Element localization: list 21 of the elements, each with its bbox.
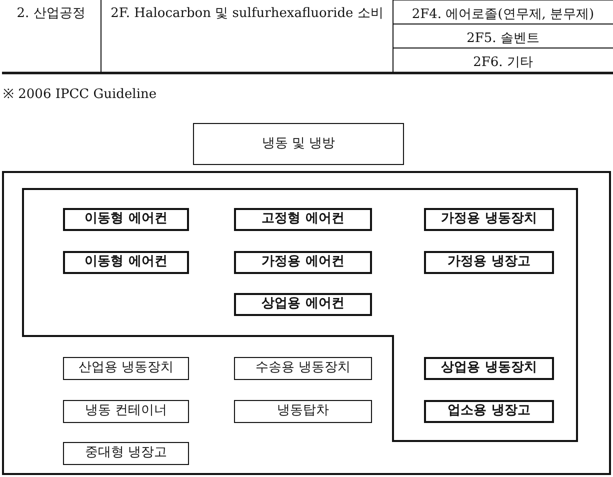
category-box: 수송용 냉동장치 xyxy=(234,357,372,380)
category-box: 냉동 컨테이너 xyxy=(63,400,189,423)
table-cell-text: 2. 산업공정 xyxy=(16,5,86,22)
category-box: 상업용 에어컨 xyxy=(234,293,372,316)
category-box: 고정형 에어컨 xyxy=(234,208,372,231)
table-cell-text: 2F4. 에어로졸(연무제, 분무제) xyxy=(412,6,594,23)
category-box: 상업용 냉동장치 xyxy=(424,357,554,380)
title-box: 냉동 및 냉방 xyxy=(193,123,404,165)
category-box: 중대형 냉장고 xyxy=(63,442,189,465)
category-box: 업소용 냉장고 xyxy=(424,400,554,423)
category-box: 산업용 냉동장치 xyxy=(63,357,189,380)
category-box: 가정용 냉장고 xyxy=(424,251,554,274)
category-box: 냉동탑차 xyxy=(234,400,372,423)
category-box: 가정용 에어컨 xyxy=(234,251,372,274)
category-box: 이동형 에어컨 xyxy=(63,208,189,231)
category-box: 가정용 냉동장치 xyxy=(424,208,554,231)
footnote: ※ 2006 IPCC Guideline xyxy=(3,86,157,102)
table-cell-text: 2F. Halocarbon 및 sulfurhexafluoride 소비 xyxy=(110,5,384,22)
category-box: 이동형 에어컨 xyxy=(63,251,189,274)
table-cell-text: 2F5. 솔벤트 xyxy=(466,30,540,47)
table-cell-text: 2F6. 기타 xyxy=(473,54,533,71)
